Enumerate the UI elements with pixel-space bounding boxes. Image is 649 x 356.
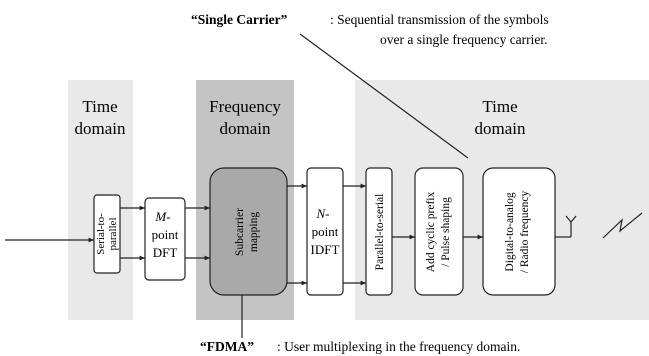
antenna-icon [565, 215, 577, 237]
single-carrier-pointer [299, 33, 469, 159]
dac-rf-block [482, 167, 556, 296]
n-point-idft-label-1: N- [316, 206, 330, 221]
radio-wave-icon [602, 212, 643, 239]
single-carrier-description-2: over a single frequency carrier. [380, 32, 548, 47]
m-point-dft-label-3: DFT [153, 245, 178, 260]
frequency-domain-label-2: domain [220, 119, 271, 138]
subcarrier-mapping-label-2: mapping [248, 212, 260, 252]
cyclic-prefix-label-1: Add cyclic prefix [425, 192, 437, 273]
single-carrier-description-1: : Sequential transmission of the symbols [330, 12, 549, 27]
dac-rf-label-1: Digital-to-analog [504, 192, 516, 271]
time-domain-right-label-1: Time [482, 97, 517, 116]
m-point-dft-label-2: point [152, 227, 179, 242]
serial-to-parallel-label-2: parallel [107, 218, 119, 251]
cyclic-prefix-label-2: / Pulse shaping [440, 197, 452, 267]
time-domain-left-label-2: domain [75, 119, 126, 138]
subcarrier-mapping-block [209, 167, 288, 296]
fdma-description: : User multiplexing in the frequency dom… [277, 339, 520, 354]
time-domain-right-label-2: domain [475, 119, 526, 138]
time-domain-left-label-1: Time [82, 97, 117, 116]
m-point-dft-block [144, 197, 186, 281]
m-point-dft-label-1: M- [154, 209, 170, 224]
fdma-term: “FDMA” [200, 339, 254, 354]
single-carrier-term: “Single Carrier” [191, 12, 288, 27]
n-point-idft-block [306, 167, 344, 296]
parallel-to-serial-label: Parallel-to-serial [374, 194, 386, 271]
n-point-idft-label-2: point [312, 224, 339, 239]
dac-rf-label-2: / Radio frequency [519, 191, 531, 274]
serial-to-parallel-block [93, 194, 121, 274]
parallel-to-serial-block [365, 167, 393, 296]
subcarrier-mapping-label-1: Subcarrier [234, 208, 246, 256]
n-point-idft-label-3: IDFT [311, 242, 340, 257]
serial-to-parallel-label-1: Serial-to- [95, 213, 107, 255]
cyclic-prefix-block [414, 167, 464, 296]
frequency-domain-label-1: Frequency [209, 97, 281, 116]
